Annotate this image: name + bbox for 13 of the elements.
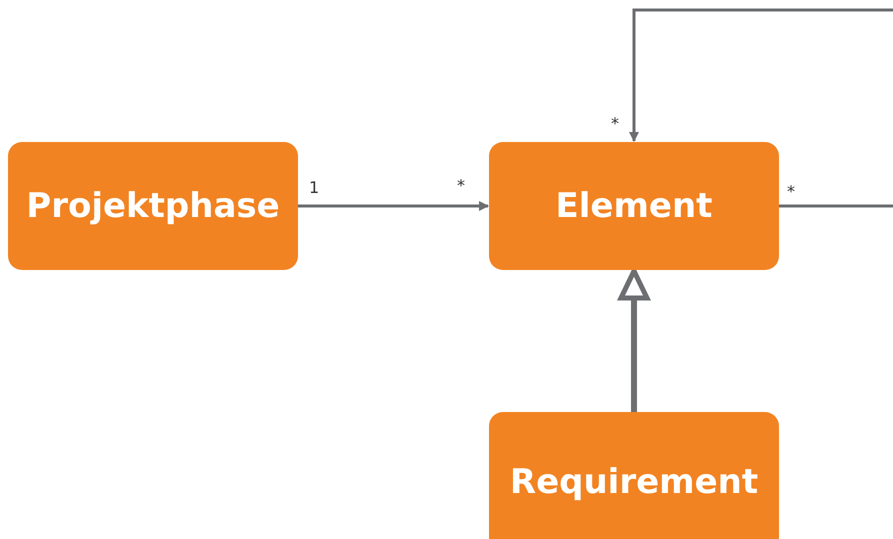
generalization-arrow xyxy=(618,268,650,412)
multiplicity-label: * xyxy=(611,116,619,132)
association-arrow xyxy=(629,8,893,208)
multiplicity-label: 1 xyxy=(309,180,320,196)
association-arrow xyxy=(298,201,489,211)
class-box xyxy=(489,142,779,270)
class-name: Requirement xyxy=(510,462,758,502)
class-box xyxy=(489,412,779,539)
multiplicity-label: * xyxy=(457,178,465,194)
multiplicity-label: * xyxy=(787,184,795,200)
class-box xyxy=(8,142,298,270)
class-name: Projektphase xyxy=(26,186,280,226)
class-name: Element xyxy=(556,186,712,226)
